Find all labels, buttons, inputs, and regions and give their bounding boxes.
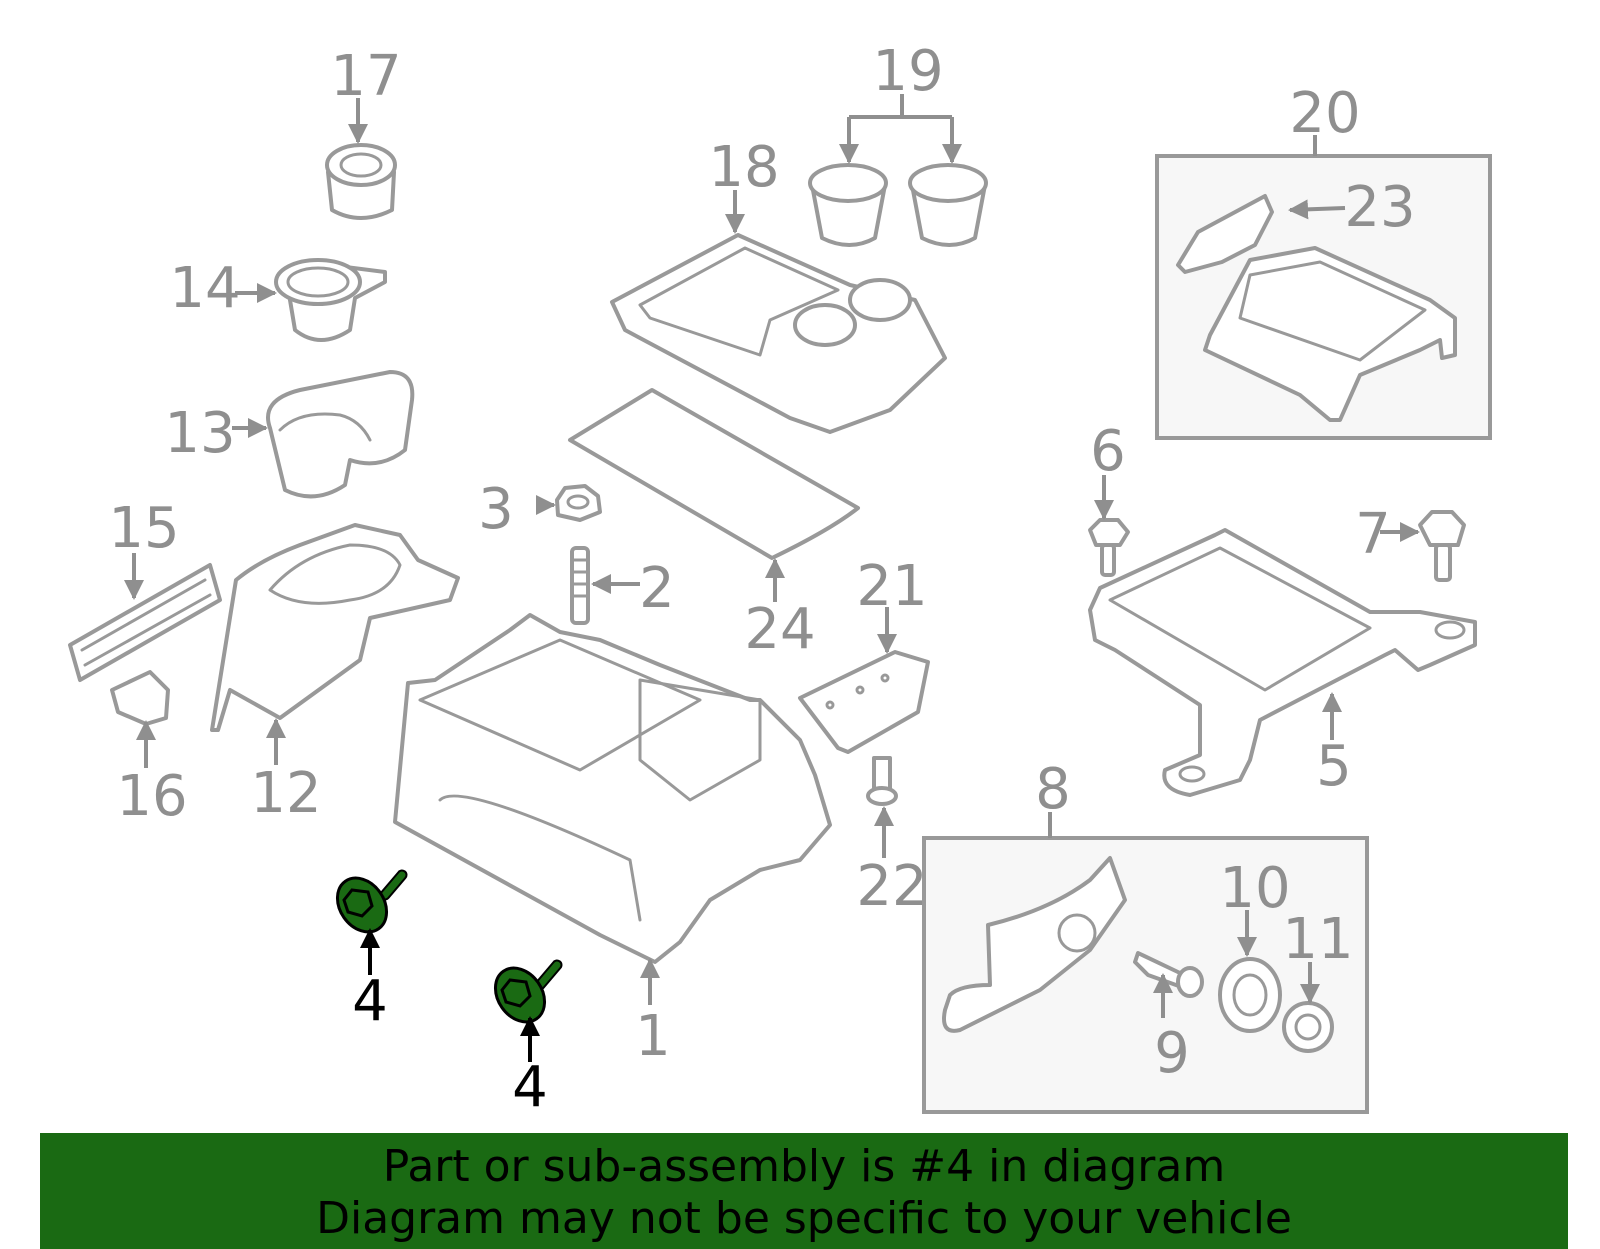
part-1[interactable]	[393, 613, 832, 964]
label-24: 24	[744, 597, 815, 662]
part-22[interactable]	[866, 756, 898, 806]
part-2[interactable]	[570, 546, 590, 625]
part-4-bolt-b[interactable]	[485, 959, 563, 1032]
part-6[interactable]	[1088, 518, 1130, 577]
label-12: 12	[250, 761, 321, 826]
part-16[interactable]	[110, 670, 170, 726]
label-14: 14	[169, 256, 240, 321]
part-4-bolt-a[interactable]	[327, 869, 408, 942]
label-1: 1	[635, 1004, 671, 1069]
banner-line-1: Part or sub-assembly is #4 in diagram	[382, 1141, 1226, 1192]
label-4-b: 4	[512, 1055, 548, 1120]
label-19: 19	[872, 39, 943, 104]
part-11[interactable]	[1282, 1001, 1334, 1053]
label-18: 18	[708, 135, 779, 200]
label-3: 3	[478, 477, 514, 542]
part-24[interactable]	[568, 388, 860, 560]
part-20[interactable]	[1203, 246, 1457, 422]
part-18[interactable]	[610, 233, 947, 434]
label-16: 16	[116, 764, 187, 829]
label-8: 8	[1035, 757, 1071, 822]
part-17[interactable]	[325, 143, 397, 220]
label-10: 10	[1219, 856, 1290, 921]
part-13[interactable]	[266, 370, 415, 499]
part-23[interactable]	[1176, 194, 1274, 274]
label-4-a: 4	[352, 969, 388, 1034]
label-13: 13	[164, 401, 235, 466]
part-7[interactable]	[1418, 510, 1466, 582]
part-9[interactable]	[1133, 951, 1204, 998]
label-23: 23	[1344, 175, 1415, 240]
banner-line-2: Diagram may not be specific to your vehi…	[316, 1193, 1292, 1244]
label-17: 17	[330, 44, 401, 109]
part-19[interactable]	[808, 163, 988, 247]
label-5: 5	[1316, 734, 1352, 799]
info-banner: Part or sub-assembly is #4 in diagram Di…	[40, 1133, 1568, 1249]
part-5[interactable]	[1088, 528, 1477, 797]
label-20: 20	[1289, 81, 1360, 146]
label-2: 2	[639, 556, 675, 621]
part-3[interactable]	[555, 484, 602, 522]
part-21[interactable]	[798, 650, 930, 754]
part-10[interactable]	[1218, 957, 1282, 1033]
part-15[interactable]	[68, 563, 222, 682]
label-15: 15	[108, 496, 179, 561]
label-21: 21	[856, 554, 927, 619]
label-7: 7	[1355, 502, 1391, 567]
label-9: 9	[1154, 1021, 1190, 1086]
label-22: 22	[856, 854, 927, 919]
label-11: 11	[1282, 907, 1353, 972]
part-12[interactable]	[210, 523, 460, 732]
label-6: 6	[1090, 419, 1126, 484]
part-8[interactable]	[942, 856, 1127, 1033]
part-14[interactable]	[274, 258, 387, 342]
